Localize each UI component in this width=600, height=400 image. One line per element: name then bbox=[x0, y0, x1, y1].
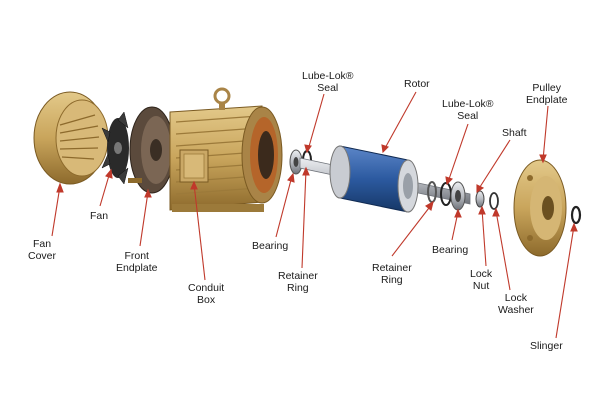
fan-cover-part bbox=[33, 91, 109, 185]
lock-washer-part bbox=[489, 192, 499, 210]
pulley-endplate-part bbox=[513, 159, 567, 257]
rear-lubelok-seal-label: Lube-Lok®Seal bbox=[442, 98, 494, 122]
fan-label: Fan bbox=[90, 210, 109, 222]
front-bearing-label: Bearing bbox=[252, 240, 289, 252]
slinger-part bbox=[570, 205, 582, 225]
front-endplate-part bbox=[128, 106, 175, 194]
rotor-label: Rotor bbox=[404, 78, 430, 90]
lock-nut-part bbox=[475, 190, 485, 208]
rotor-part bbox=[329, 145, 419, 213]
fan-part bbox=[101, 111, 129, 185]
motor-frame-part bbox=[169, 87, 283, 212]
rear-bearing-label: Bearing bbox=[432, 244, 469, 256]
slinger-label: Slinger bbox=[530, 340, 563, 352]
shaft-label: Shaft bbox=[502, 127, 527, 139]
rear-bearing-part bbox=[450, 181, 466, 211]
front-lubelok-seal-label: Lube-Lok®Seal bbox=[302, 70, 354, 94]
leader-lines bbox=[51, 91, 578, 339]
